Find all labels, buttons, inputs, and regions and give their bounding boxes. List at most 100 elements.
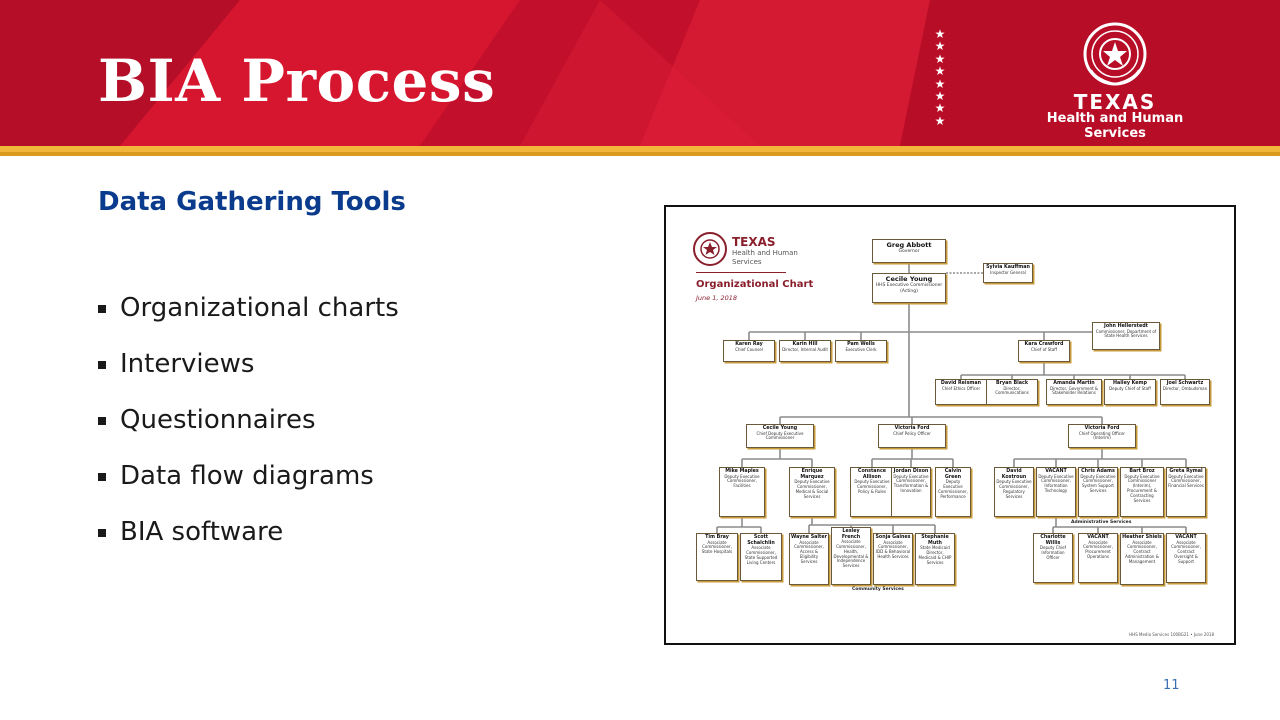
org-chart-box-role: Deputy Executive Commissioner, System Su…	[1080, 473, 1116, 493]
slide-subtitle: Data Gathering Tools	[98, 187, 406, 217]
org-chart-box-name: Calvin Green	[944, 469, 962, 480]
org-chart-group-label: Administrative Services	[1071, 520, 1132, 525]
org-chart-box-name: Karen Ray	[735, 342, 763, 347]
star-icon: ★	[934, 89, 946, 104]
org-chart-box-role: Director, Internal Audit	[782, 346, 828, 352]
org-chart-box-role: Chief of Staff	[1030, 346, 1058, 352]
org-chart-box-name: Bart Broz	[1129, 469, 1155, 474]
slide-header: BIA Process ★ ★ ★ ★ ★ ★ ★ ★ TEXAS Health…	[0, 0, 1280, 146]
star-icon: ★	[934, 64, 946, 79]
org-chart-box-name: David Kostroun	[1001, 469, 1027, 480]
org-chart-box-role: Commissioner, Department of State Health…	[1095, 328, 1157, 339]
org-chart-connectors	[716, 263, 1187, 533]
org-chart-box-role: Deputy Executive Commissioner (Interim),…	[1124, 473, 1160, 503]
logo-text-line3: Services	[1084, 126, 1146, 141]
bullet-item: BIA software	[98, 504, 399, 560]
star-icon: ★	[934, 113, 946, 128]
page-number: 11	[1163, 678, 1180, 693]
org-chart-box-name: David Reisman	[940, 381, 982, 386]
bullet-text: Interviews	[120, 349, 255, 379]
org-chart-box-role: Chief Operating Officer (Interim)	[1078, 430, 1126, 441]
org-chart-box-name: Chris Adams	[1081, 469, 1115, 474]
org-chart-box-role: Associate Commissioner, IDD & Behavioral…	[875, 539, 911, 559]
org-chart-box-role: Deputy Executive Commissioner, Performan…	[938, 479, 968, 499]
texas-star-seal-icon	[693, 232, 727, 266]
texas-star-seal-icon	[1083, 22, 1147, 86]
logo-text-line2: Health and Human	[1046, 111, 1184, 126]
org-chart-box-name: Wayne Salter	[791, 535, 827, 540]
org-chart-box-role: Deputy Executive Commissioner, Regulator…	[996, 479, 1032, 499]
org-chart-box-name: John Hellerstedt	[1104, 324, 1148, 329]
org-chart-brand-texas: TEXAS	[732, 235, 776, 249]
star-icon: ★	[934, 76, 946, 91]
org-chart-box-role: Governor	[898, 249, 920, 254]
bullet-text: Organizational charts	[120, 293, 399, 323]
org-chart-brand-line3: Services	[732, 258, 762, 266]
bullet-text: Data flow diagrams	[120, 461, 374, 491]
org-chart-box-role: Associate Commissioner, State Supported …	[744, 545, 778, 565]
star-icon: ★	[934, 39, 946, 54]
slide-title: BIA Process	[98, 47, 496, 115]
org-chart-box-name: Stephanie Muth	[921, 535, 949, 546]
org-chart-box-role: State Medicaid Director, Medicaid & CHIP…	[918, 545, 952, 565]
org-chart-box-name: Scott Schalchlin	[747, 535, 775, 546]
org-chart-box-role: Deputy Executive Commissioner, Transform…	[893, 473, 929, 493]
star-column: ★ ★ ★ ★ ★ ★ ★ ★	[933, 28, 947, 128]
org-chart-box-role: Deputy Executive Commissioner, Facilitie…	[724, 473, 760, 489]
bullet-text: BIA software	[120, 517, 284, 547]
org-chart-box-name: Lesley French	[841, 529, 861, 540]
star-icon: ★	[934, 51, 946, 66]
org-chart-box-name: Pam Wells	[847, 342, 875, 347]
org-chart-box-name: Victoria Ford	[894, 426, 930, 431]
header-gold-stripe	[0, 146, 1280, 156]
org-chart-box-role: Inspector General	[990, 269, 1026, 275]
org-chart-date: June 1, 2018	[696, 294, 738, 302]
square-bullet-icon	[98, 473, 106, 481]
org-chart-box-role: Chief Policy Officer	[893, 430, 931, 436]
square-bullet-icon	[98, 529, 106, 537]
org-chart-box-name: Kara Crawford	[1024, 342, 1064, 347]
org-chart-box-name: Charlotte Willis	[1040, 535, 1066, 546]
org-chart-box-role: Associate Commissioner, Health, Developm…	[833, 539, 869, 569]
org-chart-box-role: Deputy Chief Information Officer	[1039, 545, 1067, 560]
bullet-list: Organizational charts Interviews Questio…	[98, 280, 399, 560]
org-chart-box-role: Associate Commissioner, Procurement Oper…	[1083, 539, 1113, 559]
org-chart-box-role: Deputy Executive Commissioner, Financial…	[1168, 473, 1204, 489]
org-chart-box-name: Greta Rymal	[1169, 469, 1203, 474]
org-chart-box-role: Executive Clerk	[845, 346, 877, 352]
org-chart-box-name: Jordan Dixon	[893, 469, 929, 474]
org-chart-box-name: VACANT	[1087, 535, 1109, 540]
org-chart-box-name: VACANT	[1045, 469, 1067, 474]
org-chart-rule	[696, 272, 786, 273]
square-bullet-icon	[98, 361, 106, 369]
org-chart-box-name: Heather Shiels	[1122, 535, 1162, 540]
